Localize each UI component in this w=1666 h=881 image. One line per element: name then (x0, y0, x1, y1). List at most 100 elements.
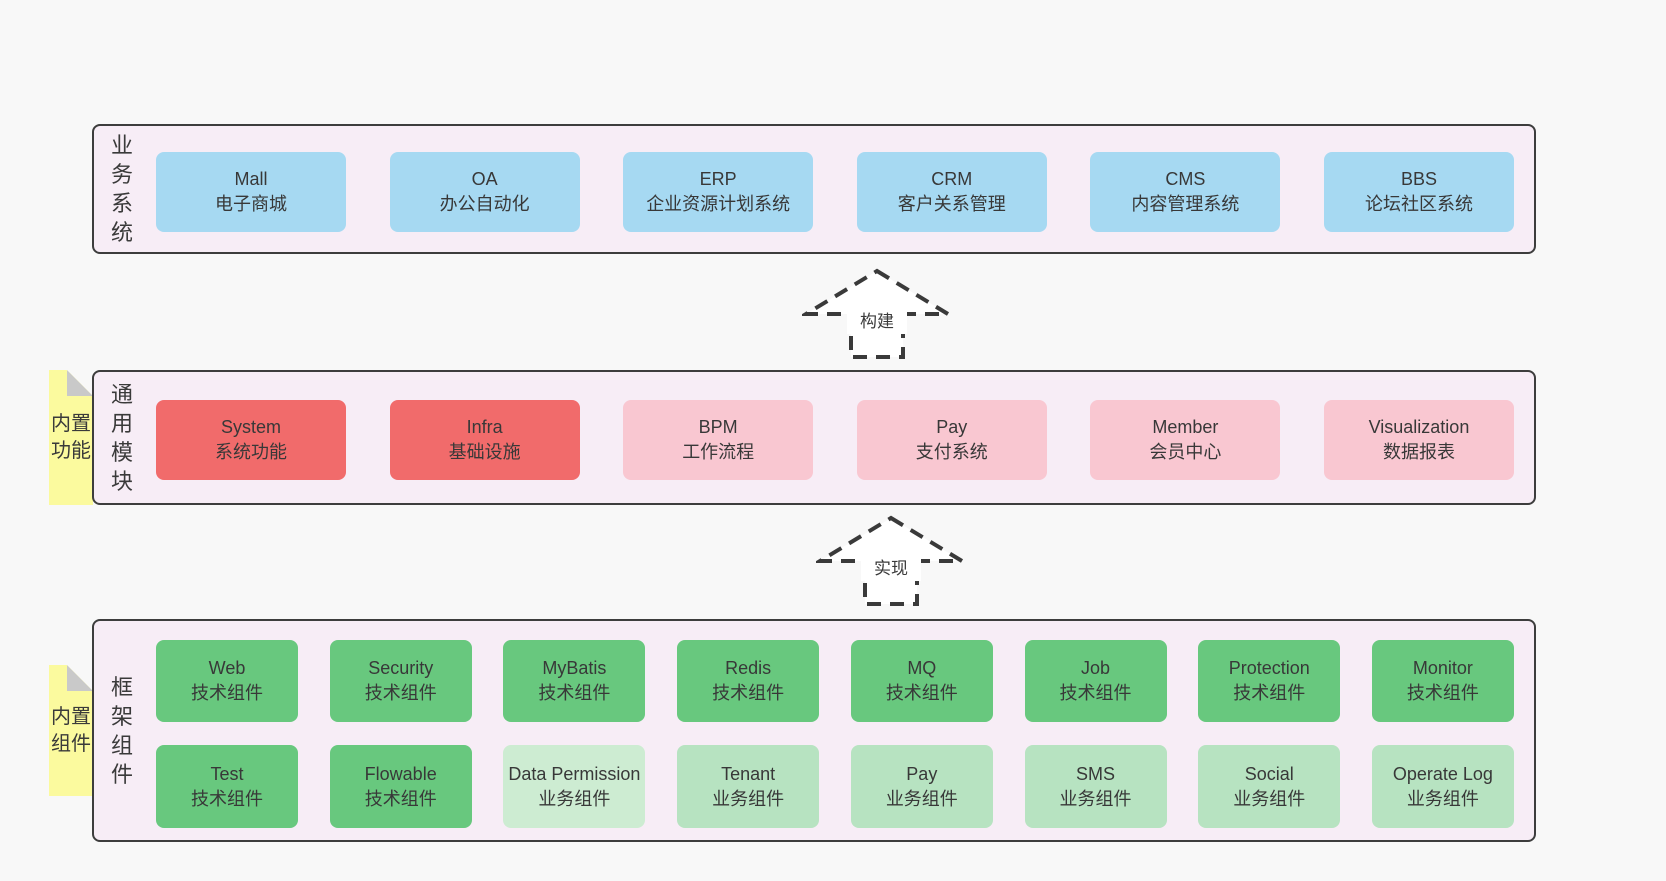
box-subtitle: 技术组件 (191, 788, 263, 809)
box-title: Infra (466, 417, 503, 437)
box-title: CMS (1165, 169, 1206, 189)
layer-framework-panel: 框架组件 Web 技术组件 Security 技术组件 MyBatis 技术组件… (92, 619, 1536, 842)
box-title: Job (1081, 658, 1111, 678)
box-subtitle: 内容管理系统 (1131, 194, 1240, 214)
box-mall: Mall 电子商城 (156, 152, 346, 232)
box-title: Pay (936, 417, 968, 437)
box-erp: ERP 企业资源计划系统 (623, 152, 814, 232)
box-tenant: Tenant 业务组件 (677, 745, 820, 828)
box-title: Operate Log (1392, 763, 1493, 784)
box-crm: CRM 客户关系管理 (856, 152, 1047, 232)
box-oa: OA 办公自动化 (389, 152, 580, 232)
box-subtitle: 工作流程 (682, 442, 755, 462)
box-subtitle: 业务组件 (712, 788, 785, 809)
box-subtitle: 技术组件 (191, 683, 263, 703)
box-subtitle: 客户关系管理 (897, 194, 1006, 214)
box-title: Visualization (1368, 417, 1470, 437)
layer-common-modules: 内置功能 通用模块 System 系统功能 Infra 基础设施 BPM 工作流… (92, 370, 1536, 505)
box-subtitle: 业务组件 (1059, 788, 1132, 809)
implement-arrow-label: 实现 (874, 559, 908, 578)
box-subtitle: 数据报表 (1382, 442, 1455, 462)
box-subtitle: 技术组件 (1406, 683, 1479, 703)
box-title: MyBatis (542, 658, 607, 678)
sticky-note-builtin-components: 内置组件 (49, 665, 93, 796)
folded-corner-icon (67, 370, 93, 396)
box-bbs: BBS 论坛社区系统 (1323, 152, 1514, 232)
box-title: Monitor (1412, 658, 1473, 678)
box-mq: MQ 技术组件 (850, 640, 993, 722)
box-title: BPM (698, 417, 738, 437)
box-subtitle: 技术组件 (712, 683, 785, 703)
box-title: SMS (1076, 763, 1116, 784)
box-flowable: Flowable 技术组件 (329, 745, 472, 828)
box-mybatis: MyBatis 技术组件 (503, 640, 646, 722)
box-subtitle: 办公自动化 (439, 194, 530, 214)
layer-modules-panel: 通用模块 System 系统功能 Infra 基础设施 BPM 工作流程 Pay… (92, 370, 1536, 505)
box-protection: Protection 技术组件 (1198, 640, 1341, 722)
box-title: Pay (906, 763, 938, 784)
box-title: BBS (1400, 169, 1437, 189)
box-pay-component: Pay 业务组件 (850, 745, 993, 828)
box-subtitle: 业务组件 (1233, 788, 1306, 809)
box-title: System (220, 417, 281, 437)
box-title: Redis (725, 658, 772, 678)
box-title: Test (210, 763, 244, 784)
box-title: MQ (907, 658, 937, 678)
box-title: ERP (699, 169, 737, 189)
box-test: Test 技术组件 (156, 745, 298, 828)
box-title: Flowable (364, 763, 437, 784)
box-subtitle: 技术组件 (364, 683, 437, 703)
folded-corner-icon (67, 665, 93, 691)
box-member: Member 会员中心 (1090, 400, 1281, 480)
box-bpm: BPM 工作流程 (623, 400, 814, 480)
box-system: System 系统功能 (156, 400, 346, 480)
box-web: Web 技术组件 (156, 640, 298, 722)
box-subtitle: 基础设施 (448, 442, 521, 462)
framework-row-2: Test 技术组件 Flowable 技术组件 Data Permission … (156, 745, 1514, 828)
box-subtitle: 业务组件 (885, 788, 958, 809)
sticky-note-text: 内置功能 (51, 412, 91, 462)
layer-label-framework: 框架组件 (110, 674, 133, 787)
box-subtitle: 技术组件 (1059, 683, 1132, 703)
sticky-note-text: 内置组件 (51, 705, 91, 755)
business-boxes-row: Mall 电子商城 OA 办公自动化 ERP 企业资源计划系统 CRM 客户关系… (156, 152, 1514, 232)
box-subtitle: 企业资源计划系统 (646, 194, 791, 214)
layer-business-panel: 业务系统 Mall 电子商城 OA 办公自动化 ERP 企业资源计划系统 CRM… (92, 124, 1536, 254)
layer-label-business: 业务系统 (110, 133, 133, 245)
build-arrow-label: 构建 (860, 312, 894, 331)
box-social: Social 业务组件 (1198, 745, 1341, 828)
layer-business-systems: 业务系统 Mall 电子商城 OA 办公自动化 ERP 企业资源计划系统 CRM… (92, 124, 1536, 254)
box-subtitle: 技术组件 (1233, 683, 1306, 703)
box-title: Protection (1228, 658, 1310, 678)
box-subtitle: 会员中心 (1149, 442, 1222, 462)
build-arrow-icon: 构建 (802, 268, 952, 359)
box-title: Member (1152, 417, 1219, 437)
box-subtitle: 电子商城 (215, 194, 287, 214)
arrow-label-bg (847, 308, 907, 334)
box-operate-log: Operate Log 业务组件 (1371, 745, 1514, 828)
box-title: Data Permission (508, 763, 641, 784)
box-monitor: Monitor 技术组件 (1371, 640, 1514, 722)
box-subtitle: 业务组件 (1406, 788, 1479, 809)
box-pay-module: Pay 支付系统 (856, 400, 1047, 480)
box-security: Security 技术组件 (329, 640, 472, 722)
box-visualization: Visualization 数据报表 (1323, 400, 1514, 480)
box-subtitle: 支付系统 (915, 442, 988, 462)
box-subtitle: 论坛社区系统 (1364, 194, 1473, 214)
box-title: OA (471, 169, 498, 189)
box-subtitle: 技术组件 (885, 683, 958, 703)
box-title: CRM (931, 169, 973, 189)
box-subtitle: 系统功能 (215, 442, 287, 462)
box-title: Social (1244, 763, 1294, 784)
box-title: Web (208, 658, 246, 678)
framework-row-1: Web 技术组件 Security 技术组件 MyBatis 技术组件 Redi… (156, 640, 1514, 722)
box-redis: Redis 技术组件 (677, 640, 820, 722)
box-title: Security (368, 658, 434, 678)
modules-boxes-row: System 系统功能 Infra 基础设施 BPM 工作流程 Pay 支付系统… (156, 400, 1514, 480)
box-infra: Infra 基础设施 (389, 400, 580, 480)
box-cms: CMS 内容管理系统 (1090, 152, 1281, 232)
implement-arrow-icon: 实现 (816, 515, 966, 606)
layer-framework-components: 内置组件 框架组件 Web 技术组件 Security 技术组件 MyBatis… (92, 619, 1536, 842)
box-subtitle: 技术组件 (364, 788, 437, 809)
